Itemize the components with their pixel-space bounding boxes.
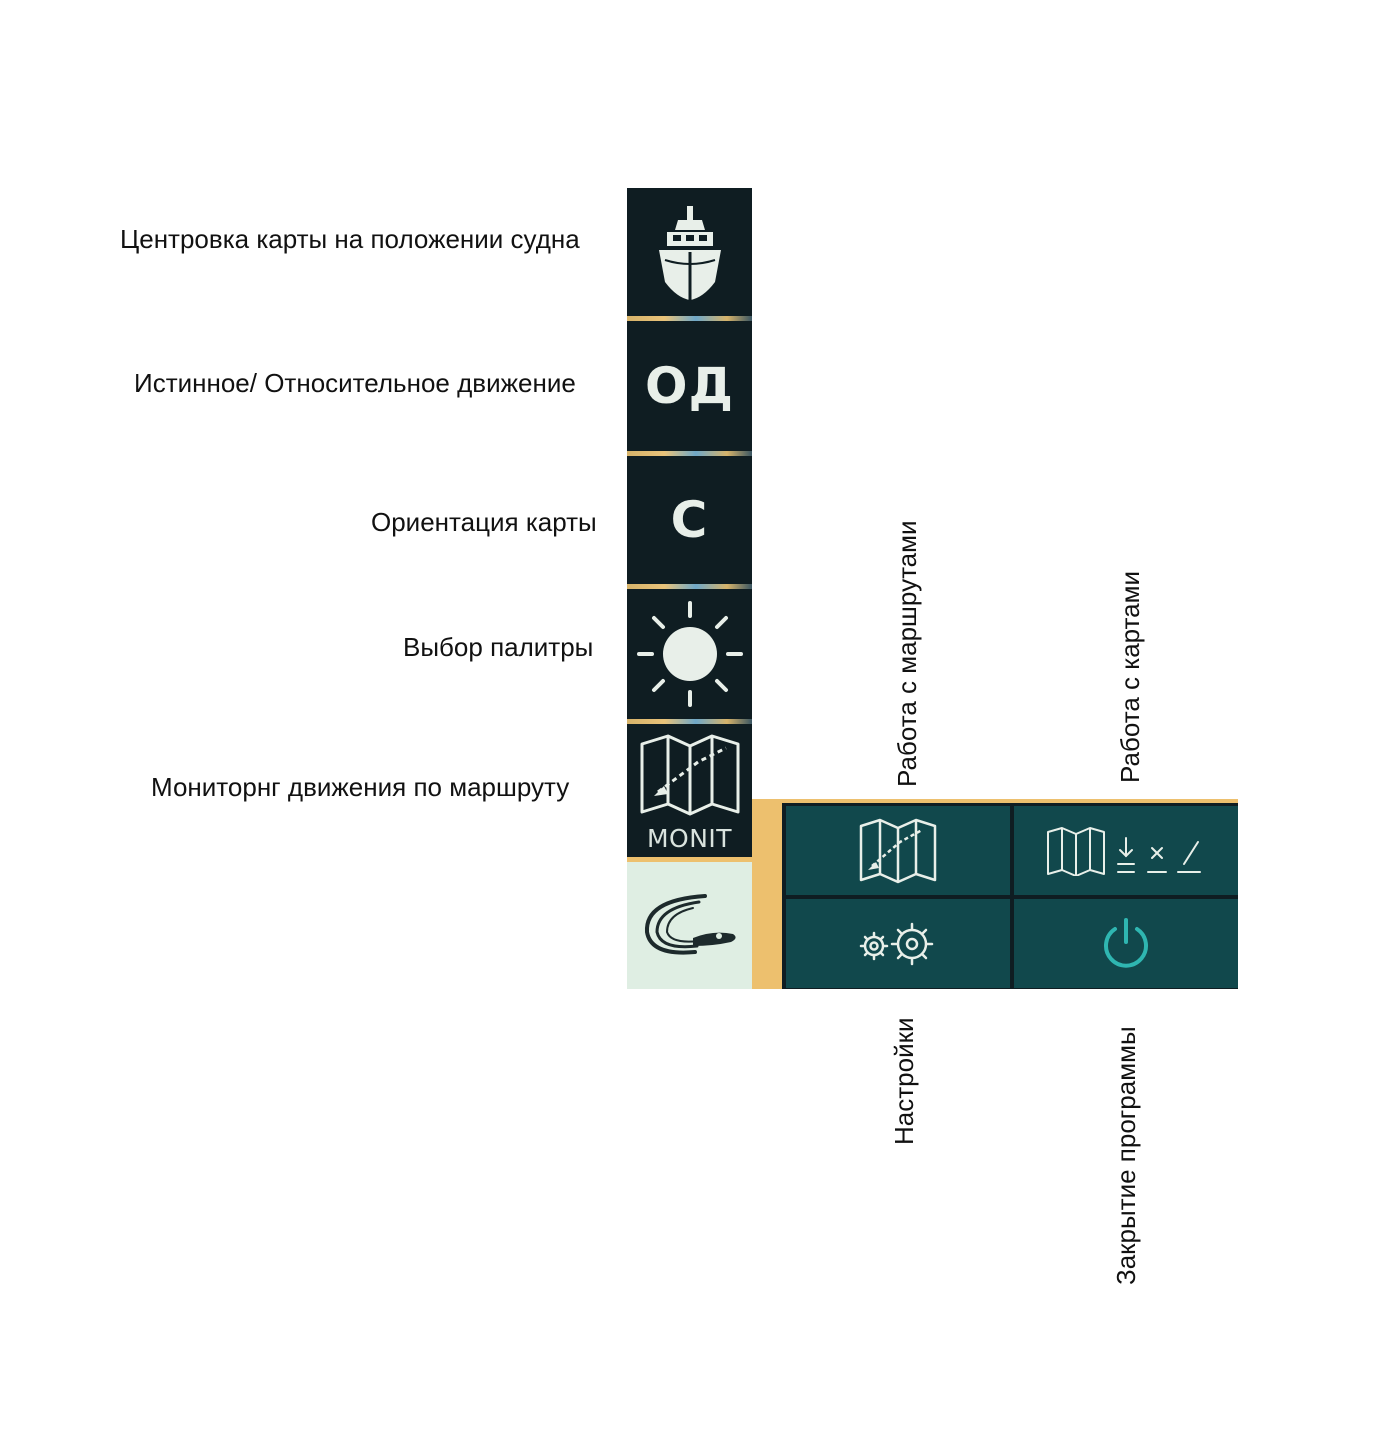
center-ship-button[interactable] (627, 188, 752, 316)
route-map-icon (858, 818, 938, 884)
label-routes: Работа с маршрутами (892, 520, 922, 787)
ship-icon (645, 202, 735, 302)
route-monitoring-button[interactable]: MONIT (627, 724, 752, 857)
label-exit: Закрытие программы (1111, 1026, 1141, 1285)
label-route-monitoring: Мониторнг движения по маршруту (151, 772, 570, 802)
label-orientation: Ориентация карты (371, 507, 597, 537)
settings-button[interactable] (786, 899, 1010, 988)
power-icon (1098, 916, 1154, 972)
route-map-icon (638, 734, 742, 816)
motion-mode-button[interactable]: ОД (627, 321, 752, 451)
label-settings: Настройки (889, 1017, 919, 1146)
label-palette: Выбор палитры (403, 632, 594, 662)
charts-button[interactable] (1014, 806, 1238, 895)
separator (627, 451, 752, 456)
motion-mode-text: ОД (644, 357, 735, 415)
orientation-text: С (670, 491, 709, 549)
separator (627, 719, 752, 724)
separator (627, 857, 752, 862)
separator (627, 316, 752, 321)
main-menu-panel (782, 803, 1238, 989)
orientation-button[interactable]: С (627, 456, 752, 584)
label-center-ship: Центровка карты на положении судна (120, 224, 580, 254)
exit-button[interactable] (1014, 899, 1238, 988)
palette-button[interactable] (627, 589, 752, 719)
label-charts: Работа с картами (1115, 570, 1145, 783)
app-logo-button[interactable] (627, 862, 752, 989)
app-logo (635, 886, 745, 966)
sun-icon (635, 599, 745, 709)
chart-tools-icon (1046, 826, 1206, 876)
left-toolbar: ОД С (627, 188, 752, 989)
separator (627, 584, 752, 589)
gears-icon (856, 922, 940, 966)
monit-label: MONIT (646, 824, 733, 853)
label-motion-mode: Истинное/ Относительное движение (134, 368, 576, 398)
routes-button[interactable] (786, 806, 1010, 895)
